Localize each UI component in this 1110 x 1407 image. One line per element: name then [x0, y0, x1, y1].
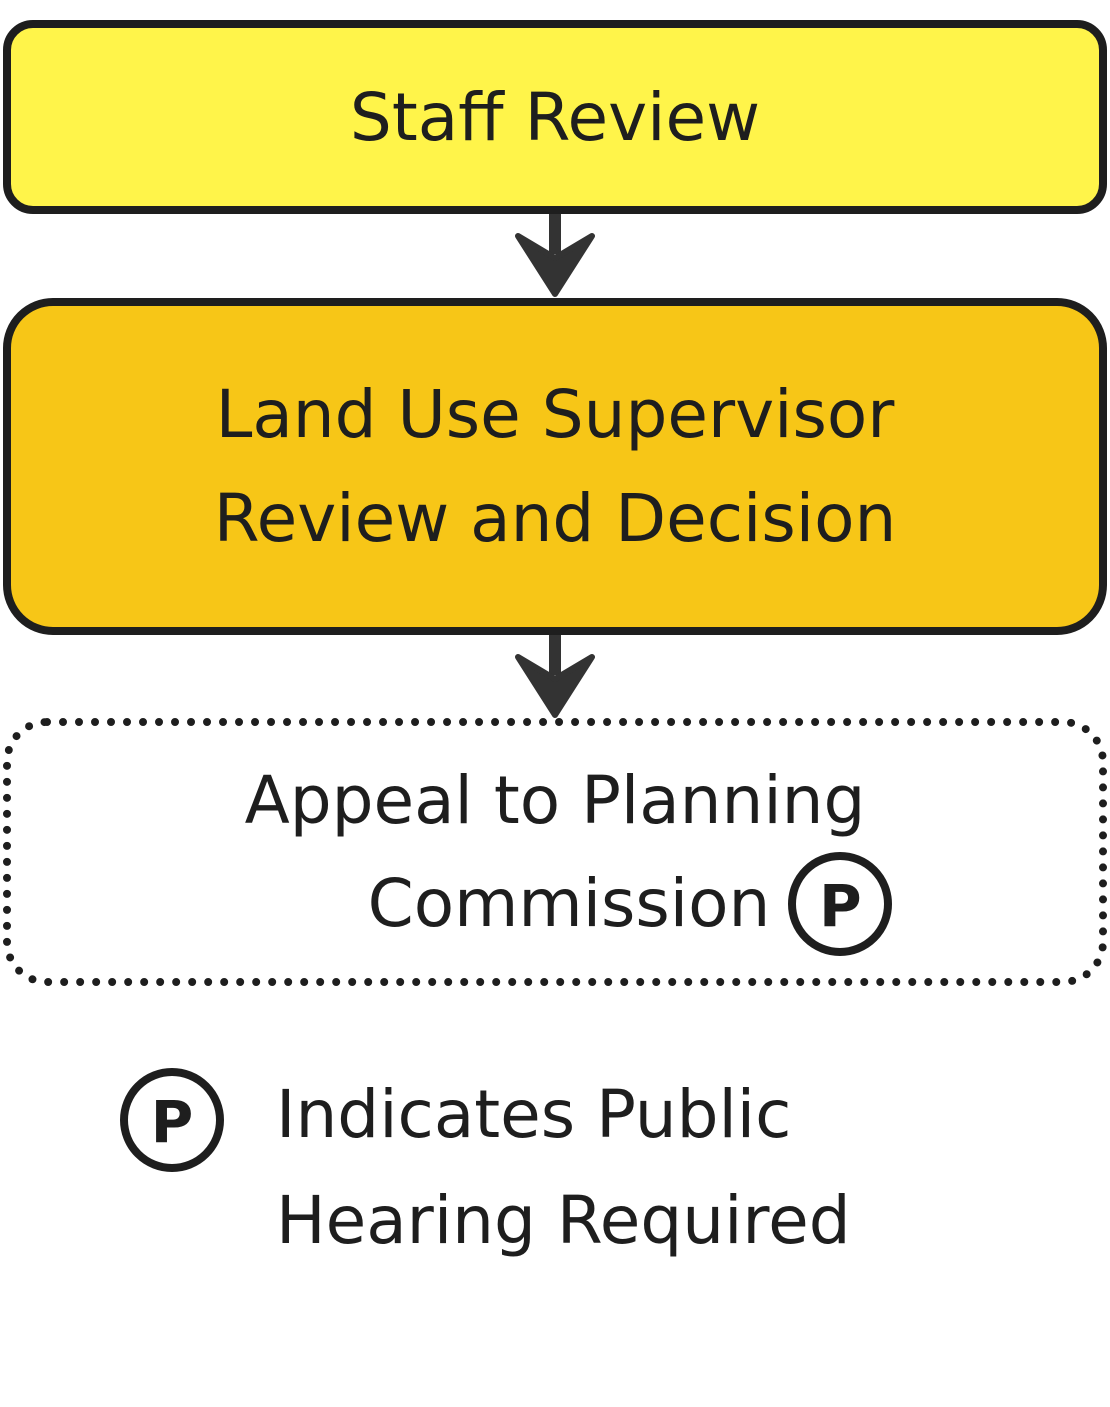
legend: P Indicates Public Hearing Required [120, 1062, 1020, 1282]
arrow-staff-to-supervisor [515, 214, 595, 297]
appeal-planning-commission-box: Appeal to Planning Commission P [3, 718, 1107, 986]
legend-line1: Indicates Public [276, 1076, 792, 1153]
legend-line2: Hearing Required [276, 1182, 851, 1259]
appeal-label-line2: Commission [367, 865, 771, 942]
supervisor-decision-box: Land Use Supervisor Review and Decision [3, 298, 1107, 635]
supervisor-label-line1: Land Use Supervisor [215, 375, 895, 453]
arrow-supervisor-to-appeal [515, 635, 595, 718]
appeal-label-line2-row: Commission P [218, 851, 893, 956]
appeal-label-line1: Appeal to Planning [244, 761, 866, 839]
legend-text: Indicates Public Hearing Required [276, 1062, 851, 1274]
staff-review-label: Staff Review [349, 78, 761, 156]
staff-review-box: Staff Review [3, 20, 1107, 214]
public-hearing-badge-icon: P [788, 851, 893, 956]
supervisor-label-line2: Review and Decision [213, 479, 897, 557]
legend-public-hearing-badge-icon: P [120, 1068, 224, 1172]
